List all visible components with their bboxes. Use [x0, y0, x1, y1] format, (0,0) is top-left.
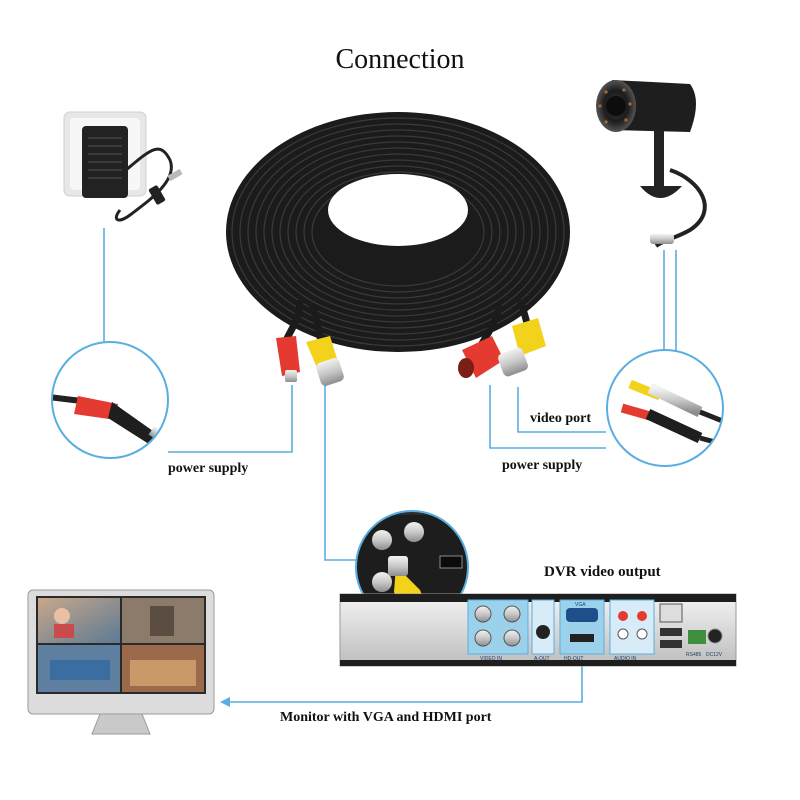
label-monitor: Monitor with VGA and HDMI port	[280, 710, 492, 725]
label-power-supply-left: power supply	[168, 461, 249, 476]
line-power-right	[489, 385, 606, 449]
zoom-circle-right	[606, 349, 724, 467]
page-title: Connection	[335, 44, 465, 75]
power-adapter	[63, 111, 183, 222]
monitor	[27, 589, 215, 735]
connector-lines	[103, 228, 677, 703]
left-cable-connectors	[276, 336, 344, 386]
label-hd-out: HD-OUT	[564, 656, 583, 662]
label-audio-in: AUDIO IN	[614, 656, 637, 662]
coiled-cable	[226, 112, 570, 352]
dvr-panel-labels: VIDEO IN A-OUT VGA HD-OUT AUDIO IN RS485…	[480, 602, 723, 662]
label-video-in: VIDEO IN	[480, 656, 502, 662]
line-video-port	[517, 387, 606, 433]
label-power-supply-right: power supply	[502, 458, 583, 473]
dvr-back-panel	[339, 593, 737, 667]
bullet-camera	[596, 80, 707, 248]
label-dvr-video-output: DVR video output	[544, 564, 661, 580]
arrow-to-monitor	[220, 697, 230, 707]
line-hdmi-to-monitor	[228, 662, 583, 703]
line-bnc-left-to-dvr	[324, 385, 360, 561]
label-rs485: RS485	[686, 652, 702, 658]
line-power-left	[168, 385, 293, 453]
zoom-circle-left	[51, 341, 169, 459]
label-vga: VGA	[575, 602, 586, 608]
right-cable-connectors	[458, 318, 546, 378]
label-video-port: video port	[530, 411, 592, 426]
label-dc12v: DC12V	[706, 652, 723, 658]
label-a-out: A-OUT	[534, 656, 550, 662]
